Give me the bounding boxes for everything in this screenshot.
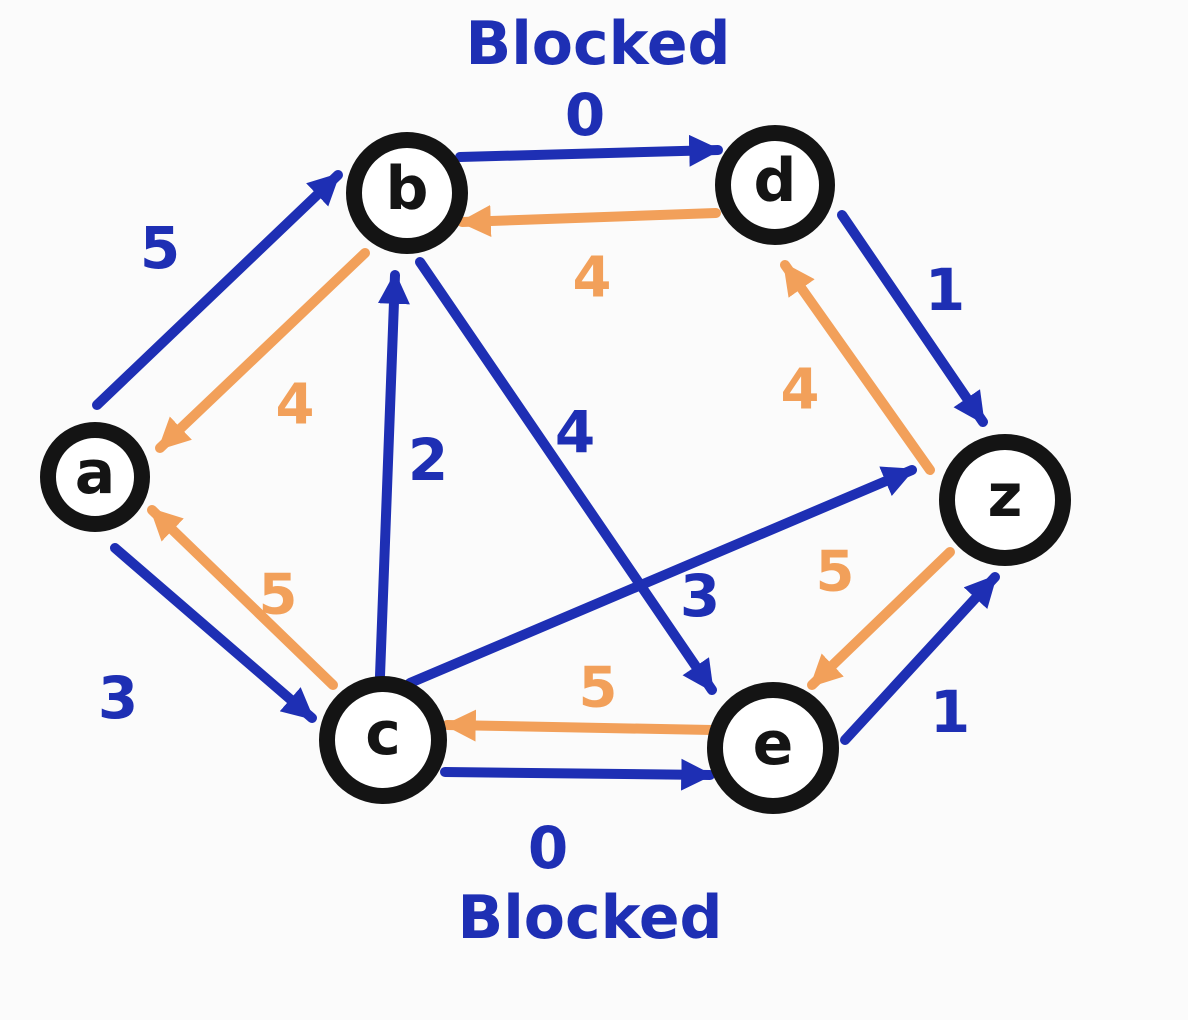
edge-z-d [780,260,935,475]
node-d-label: d [754,146,797,216]
edge-c-a [147,505,338,690]
edge-d-b [457,204,721,237]
edge-c-z [405,465,917,688]
edge-label-b-e: 4 [555,398,595,466]
node-a-label: a [75,438,116,508]
node-e: e [707,682,839,814]
edge-c-e [440,758,715,791]
edge-b-a [155,248,370,453]
edge-a-b [92,170,343,410]
edge-label-d-b: 4 [573,246,612,311]
edge-e-z [840,572,1000,745]
edge-label-c-z: 3 [680,562,720,630]
node-b-label: b [386,154,429,224]
edge-label-a-b: 5 [140,214,180,282]
edge-label-z-d: 4 [781,358,820,423]
edge-d-z [837,210,988,427]
edge-e-c [442,709,717,742]
edge-label-b-a: 4 [276,373,315,438]
edge-a-c [110,543,317,723]
edge-label-c-a: 5 [259,563,298,628]
node-d: d [715,125,835,245]
blocked-annotation-bottom: Blocked [457,883,722,953]
edge-c-b [375,270,410,681]
node-b: b [346,132,468,254]
edge-label-z-e: 5 [816,540,855,605]
node-e-label: e [753,709,794,779]
node-z-label: z [988,461,1023,531]
edge-b-e [415,257,717,695]
node-c-label: c [365,699,401,769]
node-a: a [40,422,150,532]
blocked-annotation-top: Blocked [465,9,730,79]
edge-label-e-c: 5 [579,656,618,721]
node-z: z [939,434,1071,566]
edge-label-a-c: 3 [98,664,138,732]
edge-label-b-d: 0 [565,81,605,149]
edge-label-e-z: 1 [930,678,970,746]
edge-b-d [455,134,723,167]
edge-label-d-z: 1 [925,256,965,324]
edge-label-c-b: 2 [408,426,448,494]
edge-z-e [807,547,955,690]
node-c: c [319,676,447,804]
edge-label-c-e: 0 [528,814,568,882]
